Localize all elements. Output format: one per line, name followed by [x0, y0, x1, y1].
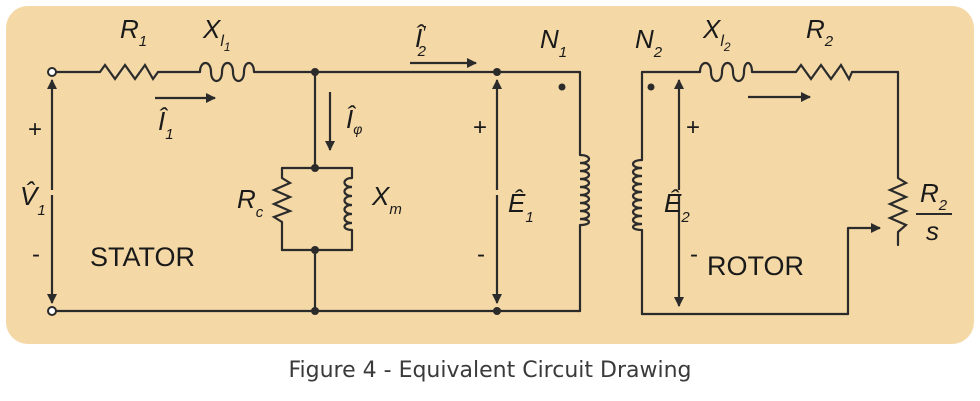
polarity-dot-n2 [647, 83, 655, 91]
inductor-xl2 [698, 61, 754, 83]
stator-label: STATOR [90, 242, 195, 272]
label-rc: Rc [237, 184, 264, 221]
resistor-rc [271, 177, 293, 223]
label-n1: N1 [540, 24, 567, 61]
label-xl1: Xl1 [202, 14, 231, 54]
label-r1: R1 [120, 14, 147, 50]
resistor-r2-over-s [887, 177, 909, 233]
label-iphi: Îφ [346, 104, 362, 137]
minus-sign-v1: - [32, 241, 40, 268]
label-v1: V̂1 [20, 181, 46, 219]
plus-sign-e1: + [473, 114, 487, 141]
label-r2: R2 [806, 14, 834, 50]
label-xl2: Xl2 [702, 14, 731, 54]
label-i1: Î1 [158, 106, 174, 143]
label-i2-prime: Î′2 [415, 23, 427, 60]
diagram-background [6, 6, 974, 344]
minus-sign-e2: - [690, 241, 698, 268]
junction-shunt-top [311, 164, 319, 172]
label-r2s-denominator: s [926, 216, 939, 246]
label-r2s-numerator: R2 [920, 178, 948, 214]
terminal-top [47, 67, 57, 77]
resistor-r2 [795, 62, 854, 82]
rotor-label: ROTOR [707, 251, 804, 281]
inductor-xm [343, 176, 353, 232]
junction-shunt-bottom [311, 246, 319, 254]
figure-caption: Figure 4 - Equivalent Circuit Drawing [288, 358, 692, 383]
terminal-bottom [47, 306, 57, 316]
minus-sign-e1: - [477, 241, 485, 268]
inductor-xl1 [198, 61, 256, 83]
label-e1: Ê1 [508, 188, 534, 226]
junction-top-e1 [493, 68, 501, 76]
secondary-winding-n2 [631, 158, 643, 232]
junction-bottom-shunt [311, 307, 319, 315]
plus-sign-v1: + [28, 116, 42, 143]
junction-bottom-e1 [493, 307, 501, 315]
junction-top-shunt [311, 68, 319, 76]
polarity-dot-n1 [558, 83, 566, 91]
label-xm: Xm [371, 181, 402, 218]
resistor-r1 [99, 62, 159, 82]
primary-winding-n1 [579, 153, 591, 227]
current-and-voltage-arrows [47, 58, 881, 307]
label-n2: N2 [635, 24, 663, 61]
label-e2: Ê2 [664, 188, 690, 226]
plus-sign-e2: + [686, 114, 700, 141]
